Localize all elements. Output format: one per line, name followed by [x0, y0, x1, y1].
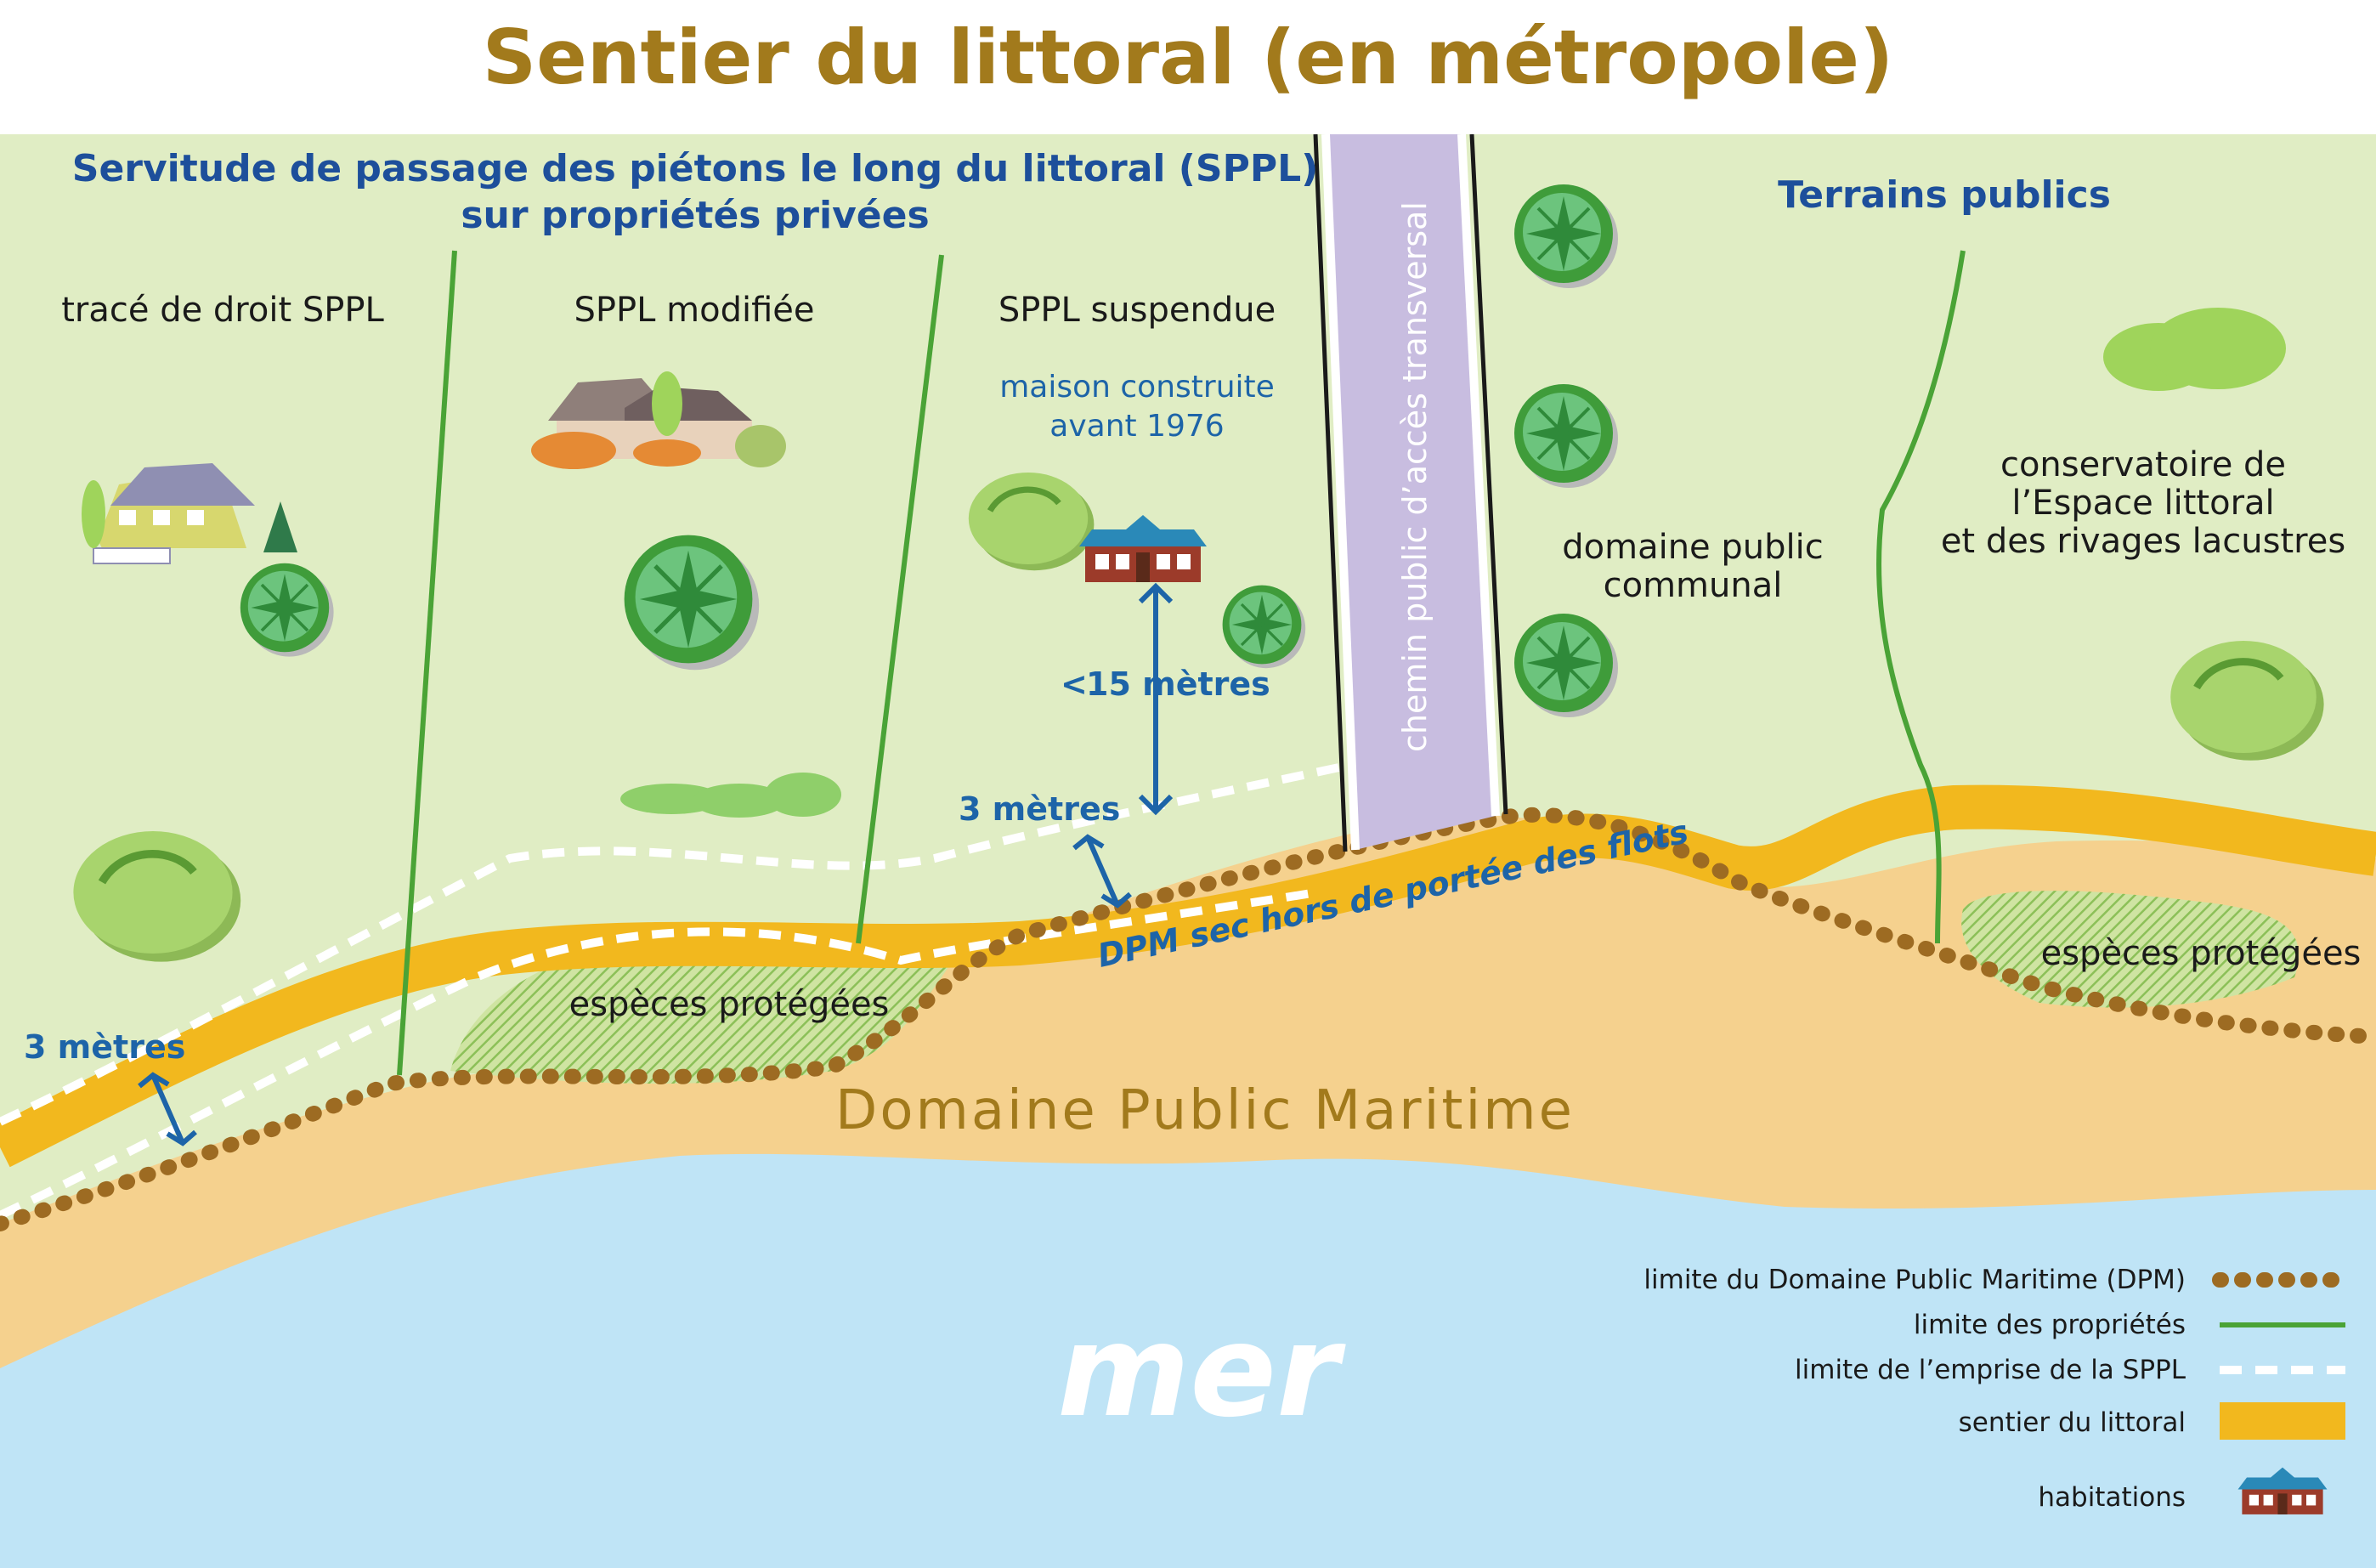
legend-symbol-path: [2220, 1402, 2345, 1440]
domaine-communal-line1: domaine public: [1562, 528, 1823, 567]
legend-label-houses: habitations: [2038, 1482, 2186, 1513]
public-access-road: [1326, 134, 1496, 850]
conservatoire-line3: et des rivages lacustres: [1941, 522, 2345, 561]
distance-3m-label-suspended: 3 mètres: [959, 790, 1120, 828]
dpm-limit-line: [0, 807, 2376, 1231]
page-title: Sentier du littoral (en métropole): [483, 14, 1893, 101]
conservatoire-line2: l’Espace littoral: [2011, 484, 2274, 523]
legend-label-sppl: limite de l’emprise de la SPPL: [1795, 1355, 2186, 1385]
legend: limite du Domaine Public Maritime (DPM) …: [1643, 1265, 2353, 1514]
distance-15m-label: 15 mètres: [1086, 665, 1270, 703]
coastal-path-band: [0, 784, 2376, 1168]
sppl-limit-line: [0, 761, 1353, 1126]
property-limit-2: [856, 254, 944, 944]
distance-3m-label-left: 3 mètres: [24, 1028, 185, 1066]
dpm-main-label: Domaine Public Maritime: [835, 1079, 1575, 1142]
house-illustration-middle: [531, 371, 786, 469]
shrub-row: [620, 773, 841, 818]
zone-trace-droit: tracé de droit SPPL: [61, 291, 384, 330]
road-border-left: [1313, 133, 1348, 852]
house-note-line2: avant 1976: [1049, 409, 1224, 444]
house-illustration-left: [82, 463, 297, 564]
arrow-3m-left: [138, 1072, 197, 1146]
sea-label: mer: [1057, 1298, 1346, 1446]
road-edge-right: [1457, 133, 1500, 817]
road-edge-left: [1321, 133, 1360, 851]
legend-label-dpm: limite du Domaine Public Maritime (DPM): [1643, 1265, 2186, 1295]
legend-label-properties: limite des propriétés: [1914, 1310, 2186, 1340]
house-note-line1: maison construite: [999, 370, 1275, 405]
zone-modifiee: SPPL modifiée: [574, 291, 815, 330]
arrow-3m-suspended: [1072, 834, 1132, 909]
road-border-right: [1469, 133, 1508, 815]
road-label: chemin public d’accès transversal: [1396, 201, 1434, 752]
conservatoire-line1: conservatoire de: [2000, 445, 2286, 484]
arrow-15m: [1138, 582, 1174, 816]
especes-protegees-left: espèces protégées: [569, 985, 890, 1024]
sea-area: [0, 1153, 2376, 1568]
legend-label-path: sentier du littoral: [1959, 1407, 2186, 1438]
sppl-limit-line-lower: [0, 888, 1318, 1220]
property-limit-3: [1876, 250, 1966, 944]
distance-15m-chevron: <: [1061, 665, 1088, 703]
domaine-communal-line2: communal: [1604, 566, 1783, 605]
zone-suspendue: SPPL suspendue: [998, 291, 1276, 330]
protected-area-right: [1961, 891, 2299, 1008]
property-limit-1: [397, 250, 457, 1076]
sppl-heading-line1: Servitude de passage des piétons le long…: [72, 147, 1318, 190]
sppl-heading-line2: sur propriétés privées: [461, 194, 929, 237]
public-heading: Terrains publics: [1778, 173, 2111, 217]
especes-protegees-right: espèces protégées: [2041, 934, 2362, 973]
lily-pads: [2103, 308, 2286, 391]
header-band: [0, 0, 2376, 134]
